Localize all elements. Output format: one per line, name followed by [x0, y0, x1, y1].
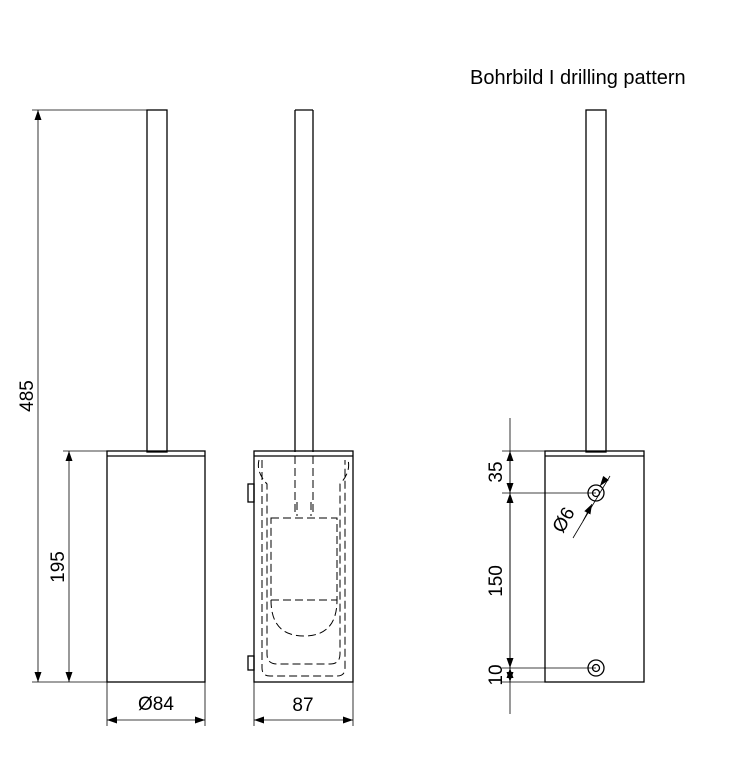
- dim-label-diameter: Ø84: [138, 694, 174, 715]
- dim-width: 87: [253, 682, 354, 726]
- brush-handle-rear: [585, 109, 607, 453]
- dim-label-485: 485: [17, 380, 38, 412]
- drilling-view: [544, 109, 645, 683]
- dim-hole-diameter: Ø6: [549, 475, 611, 539]
- dim-label-35: 35: [486, 461, 507, 482]
- dim-label-195: 195: [48, 551, 69, 583]
- mount-top: [247, 483, 255, 503]
- inner-liner: [257, 459, 350, 665]
- dim-hole-chain: 35 150 10: [486, 418, 596, 714]
- dim-label-10: 10: [486, 664, 507, 685]
- dim-label-150: 150: [486, 565, 507, 597]
- holder-body-section: [253, 450, 354, 683]
- dim-label-hole: Ø6: [549, 504, 580, 536]
- dim-diameter: Ø84: [106, 682, 206, 726]
- front-view: [106, 109, 206, 683]
- brush-handle: [146, 109, 168, 453]
- holder-body-rear: [544, 450, 645, 683]
- inner-liner-outer: [261, 460, 346, 677]
- mount-bottom: [247, 655, 255, 671]
- dim-total-height: 485: [17, 109, 147, 683]
- drawing-title: Bohrbild I drilling pattern: [470, 67, 686, 89]
- holder-body: [106, 450, 206, 683]
- brush-head-hidden: [270, 517, 338, 637]
- section-view: [247, 109, 354, 683]
- dim-label-width: 87: [292, 695, 313, 716]
- dim-body-height: 195: [48, 450, 107, 682]
